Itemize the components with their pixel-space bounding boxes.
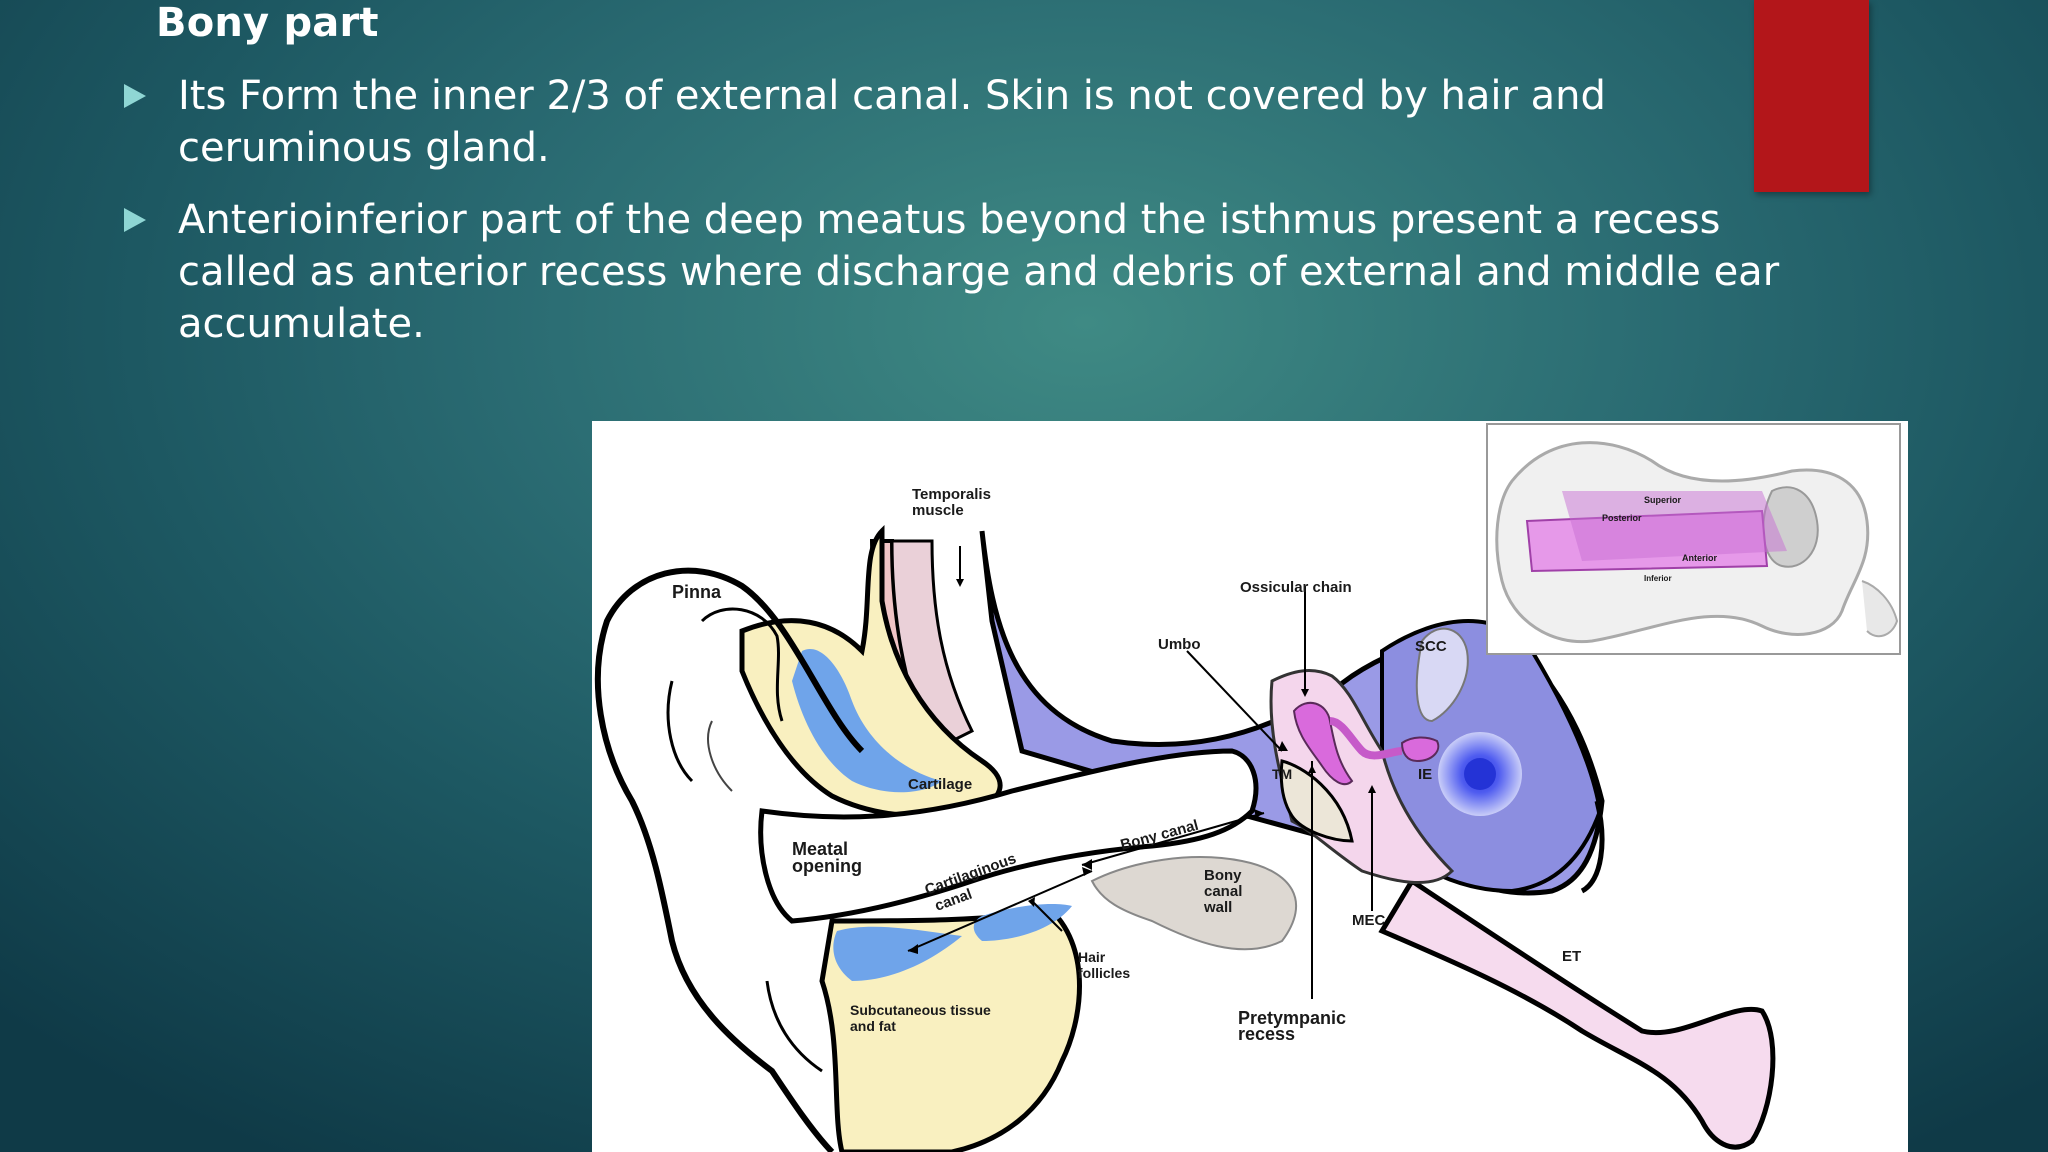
label-hair-follicles: Hair — [1078, 949, 1106, 965]
label-subcutaneous-2: and fat — [850, 1018, 896, 1034]
orientation-inset: Superior Posterior Anterior Inferior — [1486, 423, 1901, 655]
label-bony-canal-wall-2: canal — [1204, 883, 1242, 900]
inset-label-inferior: Inferior — [1644, 574, 1672, 583]
label-umbo: Umbo — [1158, 636, 1201, 653]
red-accent-bar — [1754, 0, 1869, 192]
label-tm: TM — [1272, 766, 1292, 782]
inset-label-posterior: Posterior — [1602, 513, 1642, 523]
label-subcutaneous: Subcutaneous tissue — [850, 1002, 991, 1018]
pointer-arrowheads — [908, 579, 1376, 954]
pointer-lines — [907, 546, 1373, 999]
label-temporalis: Temporalis — [912, 486, 991, 503]
ear-canal — [758, 748, 1259, 924]
cartilage-blob — [792, 649, 942, 793]
label-temporalis-2: muscle — [912, 502, 964, 519]
label-pretympanic-recess-2: recess — [1238, 1024, 1295, 1044]
bony-canal-wall — [1090, 856, 1298, 951]
label-bony-canal-wall: Bony — [1204, 867, 1242, 884]
label-pinna: Pinna — [672, 582, 722, 602]
bullet-text: Its Form the inner 2/3 of external canal… — [178, 73, 1606, 171]
inset-label-anterior: Anterior — [1682, 553, 1718, 563]
bullet-list: Its Form the inner 2/3 of external canal… — [120, 70, 1800, 370]
pinna-outline — [594, 567, 865, 1152]
triangle-bullet-icon — [124, 208, 146, 232]
subcutaneous-blob — [833, 926, 962, 981]
label-cartilage: Cartilage — [908, 776, 972, 793]
label-hair-follicles-2: follicles — [1078, 965, 1130, 981]
ear-canal-diagram: Superior Posterior Anterior Inferior — [592, 421, 1908, 1152]
bullet-item: Anterioinferior part of the deep meatus … — [120, 194, 1800, 350]
cartilage-region — [739, 524, 1003, 819]
tympanic-membrane — [1279, 759, 1354, 843]
label-meatal-opening: Meatal — [792, 839, 848, 859]
label-meatal-opening-2: opening — [792, 856, 862, 876]
ear-anatomy-illustration: Superior Posterior Anterior Inferior — [594, 423, 1901, 1152]
triangle-bullet-icon — [124, 84, 146, 108]
semicircular-canal — [1415, 627, 1469, 723]
ossicular-chain — [1292, 701, 1354, 786]
slide-heading: Bony part — [156, 0, 379, 46]
label-ossicular-chain: Ossicular chain — [1240, 579, 1352, 596]
label-scc: SCC — [1415, 638, 1447, 655]
label-et: ET — [1562, 948, 1581, 965]
eustachian-tube — [1378, 877, 1776, 1150]
label-ie: IE — [1418, 766, 1432, 783]
bullet-item: Its Form the inner 2/3 of external canal… — [120, 70, 1800, 174]
bullet-text: Anterioinferior part of the deep meatus … — [178, 197, 1780, 347]
label-mec: MEC — [1352, 912, 1386, 929]
label-pretympanic-recess: Pretympanic — [1238, 1008, 1346, 1028]
inset-label-superior: Superior — [1644, 495, 1682, 505]
label-bony-canal-wall-3: wall — [1203, 899, 1232, 916]
